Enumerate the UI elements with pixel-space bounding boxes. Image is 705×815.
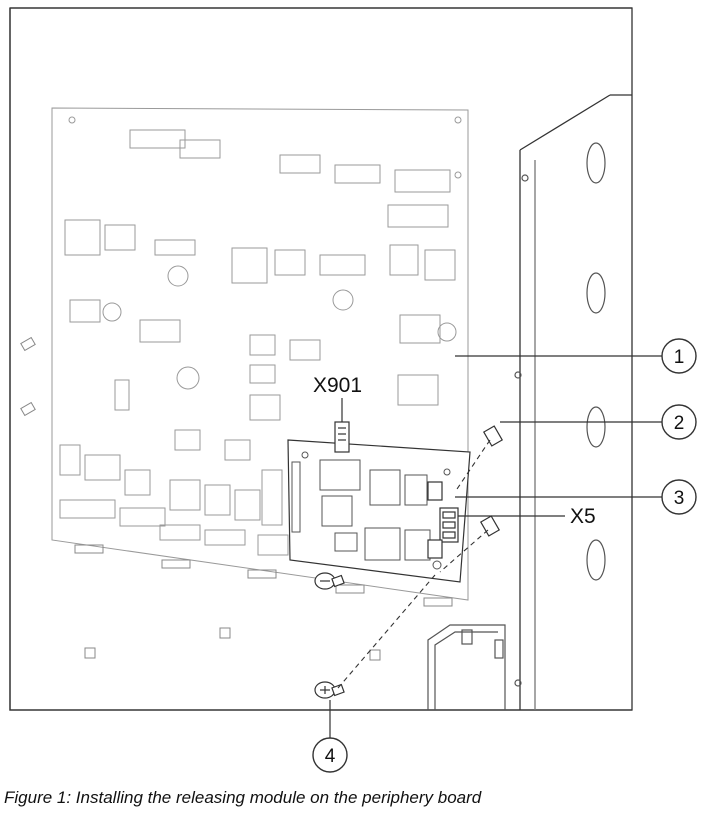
periphery-board (51, 107, 469, 601)
x5-label: X5 (570, 505, 596, 528)
enclosure (9, 7, 633, 711)
callout-4: 4 (312, 737, 348, 773)
callout-4-number: 4 (325, 746, 336, 767)
side-knockouts (514, 142, 606, 687)
screws (314, 572, 345, 699)
board-studs (20, 336, 453, 661)
callout-3: 3 (661, 479, 697, 515)
callout-2: 2 (661, 404, 697, 440)
installation-paths (337, 439, 491, 689)
releasing-module (287, 439, 471, 583)
installation-diagram: X901 X5 1 2 3 4 (9, 7, 697, 773)
callout-1-number: 1 (674, 347, 685, 368)
x5-connector (427, 481, 459, 559)
figure-caption: Figure 1: Installing the releasing modul… (4, 788, 482, 807)
callout-1: 1 (661, 338, 697, 374)
x901-label: X901 (313, 374, 362, 397)
callout-3-number: 3 (674, 488, 685, 509)
spacer-bolts (479, 425, 504, 537)
x901-connector (334, 421, 350, 453)
callout-2-number: 2 (674, 413, 685, 434)
leader-lines (329, 355, 662, 738)
mounting-bracket (427, 624, 506, 710)
